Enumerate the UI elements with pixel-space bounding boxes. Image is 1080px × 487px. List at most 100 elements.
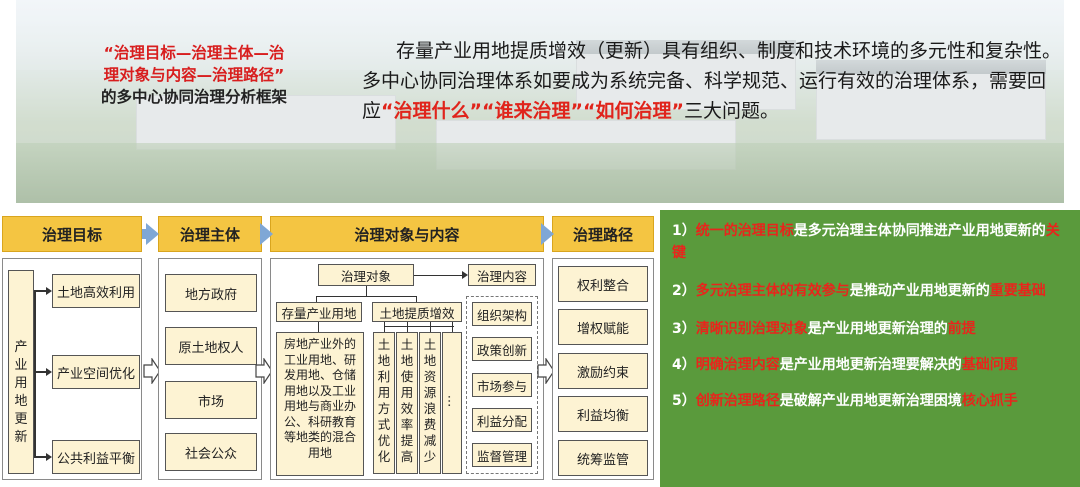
object-connector <box>452 322 453 332</box>
banner-roof <box>816 60 1046 74</box>
goal-arrow-icon <box>46 368 52 376</box>
point-text: 是产业用地更新治理的 <box>807 321 948 337</box>
efficiency-item: 土地使用效率提高 <box>396 332 418 474</box>
banner-sky <box>16 0 1064 70</box>
point-red: 明确治理内容 <box>695 357 780 373</box>
flow-arrow-icon <box>255 358 273 384</box>
banner-veil <box>16 0 1064 203</box>
point-red: 清晰识别治理对象 <box>695 321 808 337</box>
summary-point: 2）多元治理主体的有效参与是推动产业用地更新的重要基础 <box>672 280 1070 302</box>
header-route: 治理路径 <box>552 216 654 252</box>
point-number: 2） <box>672 283 696 299</box>
object-connector <box>416 296 417 302</box>
content-item: 利益分配 <box>472 408 532 432</box>
banner-highlight-2: “谁来治理” <box>482 100 583 122</box>
point-number: 4） <box>672 357 696 373</box>
header-arrow-icon <box>541 223 554 245</box>
route-item: 利益均衡 <box>558 396 648 432</box>
object-connector <box>384 326 454 327</box>
banner-text-1: 存量产业用地提质增效（更新）具有组织、制度和技术环境的多元性和复杂性。多中心协同… <box>362 40 1062 122</box>
banner-paragraph: 存量产业用地提质增效（更新）具有组织、制度和技术环境的多元性和复杂性。多中心协同… <box>362 36 1062 126</box>
summary-point: 5）创新治理路径是破解产业用地更新治理困境核心抓手 <box>672 390 1070 412</box>
point-red-2: 重要基础 <box>989 283 1046 299</box>
subject-item: 地方政府 <box>165 274 257 312</box>
efficiency-item-label: 土地利用方式优化 <box>377 337 391 464</box>
object-root: 治理对象 <box>318 264 414 286</box>
stock-land-description: 房地产业外的工业用地、研发用地、仓储用地以及工业用地与商业办公、科研教育等地类的… <box>276 332 364 476</box>
banner-roof <box>576 40 796 54</box>
point-red-2: 核心抓手 <box>961 393 1018 409</box>
subject-item: 市场 <box>165 381 257 419</box>
point-red-2: 关键 <box>672 223 1060 261</box>
header-subject: 治理主体 <box>158 216 262 252</box>
point-number: 5） <box>672 393 696 409</box>
efficiency-ellipsis: … <box>442 332 462 474</box>
point-red: 多元治理主体的有效参与 <box>695 283 850 299</box>
header-arrow-shaft <box>142 229 148 239</box>
object-branch-stock-land: 存量产业用地 <box>276 302 362 322</box>
point-text: 是产业用地更新治理要解决的 <box>779 357 962 373</box>
banner: “治理目标—治理主体—治 理对象与内容—治理路径” 的多中心协同治理分析框架 存… <box>16 0 1064 203</box>
ellipsis-label: … <box>445 394 460 408</box>
flow-arrow-icon <box>143 358 161 384</box>
banner-highlight-3: “如何治理” <box>582 100 684 122</box>
point-red: 创新治理路径 <box>695 393 780 409</box>
banner-highlight-1: “治理什么” <box>381 100 482 122</box>
goal-connector <box>34 371 46 373</box>
route-item: 激励约束 <box>558 353 648 389</box>
goal-connector <box>34 456 46 458</box>
point-text: 是破解产业用地更新治理困境 <box>779 393 962 409</box>
content-item: 监督管理 <box>472 443 532 467</box>
banner-field <box>16 143 1064 203</box>
object-connector <box>318 322 319 332</box>
goal-root-label: 产业用地更新 <box>14 340 28 445</box>
route-item: 权利整合 <box>558 266 648 302</box>
content-root: 治理内容 <box>468 264 536 286</box>
object-connector <box>316 296 317 302</box>
banner-building <box>136 95 396 150</box>
summary-panel: 1）统一的治理目标是多元治理主体协同推进产业用地更新的关键 2）多元治理主体的有… <box>660 210 1080 487</box>
object-connector <box>316 296 416 297</box>
route-item: 统筹监管 <box>558 440 648 476</box>
goal-item: 产业空间优化 <box>52 355 140 389</box>
efficiency-item-label: 土地资源浪费减少 <box>423 337 437 464</box>
object-branch-efficiency: 土地提质增效 <box>372 302 462 322</box>
object-arrow-icon <box>462 271 468 279</box>
object-connector <box>414 275 462 276</box>
goal-arrow-icon <box>46 453 52 461</box>
subject-item: 社会公众 <box>165 433 257 471</box>
point-number: 3） <box>672 321 696 337</box>
point-text: 是推动产业用地更新的 <box>849 283 990 299</box>
goal-root: 产业用地更新 <box>8 270 34 474</box>
object-connector <box>407 322 408 332</box>
point-red-2: 前提 <box>947 321 976 337</box>
banner-title-red: “治理目标—治理主体—治 理对象与内容—治理路径” <box>103 44 285 84</box>
content-item: 组织架构 <box>472 302 532 326</box>
banner-title-black: 的多中心协同治理分析框架 <box>100 88 287 106</box>
efficiency-item: 土地利用方式优化 <box>373 332 395 474</box>
content-item: 市场参与 <box>472 373 532 397</box>
goal-connector <box>34 290 46 292</box>
banner-text-2: 三大问题。 <box>683 100 779 122</box>
point-red: 统一的治理目标 <box>695 223 794 239</box>
point-text: 是多元治理主体协同推进产业用地更新的 <box>793 223 1046 239</box>
header-goal: 治理目标 <box>2 216 142 252</box>
goal-item: 公共利益平衡 <box>52 440 140 474</box>
goal-arrow-icon <box>46 287 52 295</box>
flow-arrow-icon <box>537 358 555 384</box>
summary-point: 4）明确治理内容是产业用地更新治理要解决的基础问题 <box>672 354 1070 376</box>
route-item: 增权赋能 <box>558 309 648 345</box>
summary-point: 3）清晰识别治理对象是产业用地更新治理的前提 <box>672 318 1070 340</box>
goal-item: 土地高效利用 <box>52 274 140 308</box>
subject-item: 原土地权人 <box>165 327 257 365</box>
efficiency-item-label: 土地使用效率提高 <box>400 337 414 464</box>
banner-title: “治理目标—治理主体—治 理对象与内容—治理路径” 的多中心协同治理分析框架 <box>74 42 314 108</box>
point-red-2: 基础问题 <box>961 357 1018 373</box>
content-item: 政策创新 <box>472 337 532 361</box>
content-group <box>466 296 538 474</box>
efficiency-item: 土地资源浪费减少 <box>419 332 441 474</box>
summary-point: 1）统一的治理目标是多元治理主体协同推进产业用地更新的关键 <box>672 220 1070 264</box>
header-arrow-icon <box>146 223 159 245</box>
goal-connector <box>34 290 36 458</box>
object-connector <box>366 286 367 296</box>
